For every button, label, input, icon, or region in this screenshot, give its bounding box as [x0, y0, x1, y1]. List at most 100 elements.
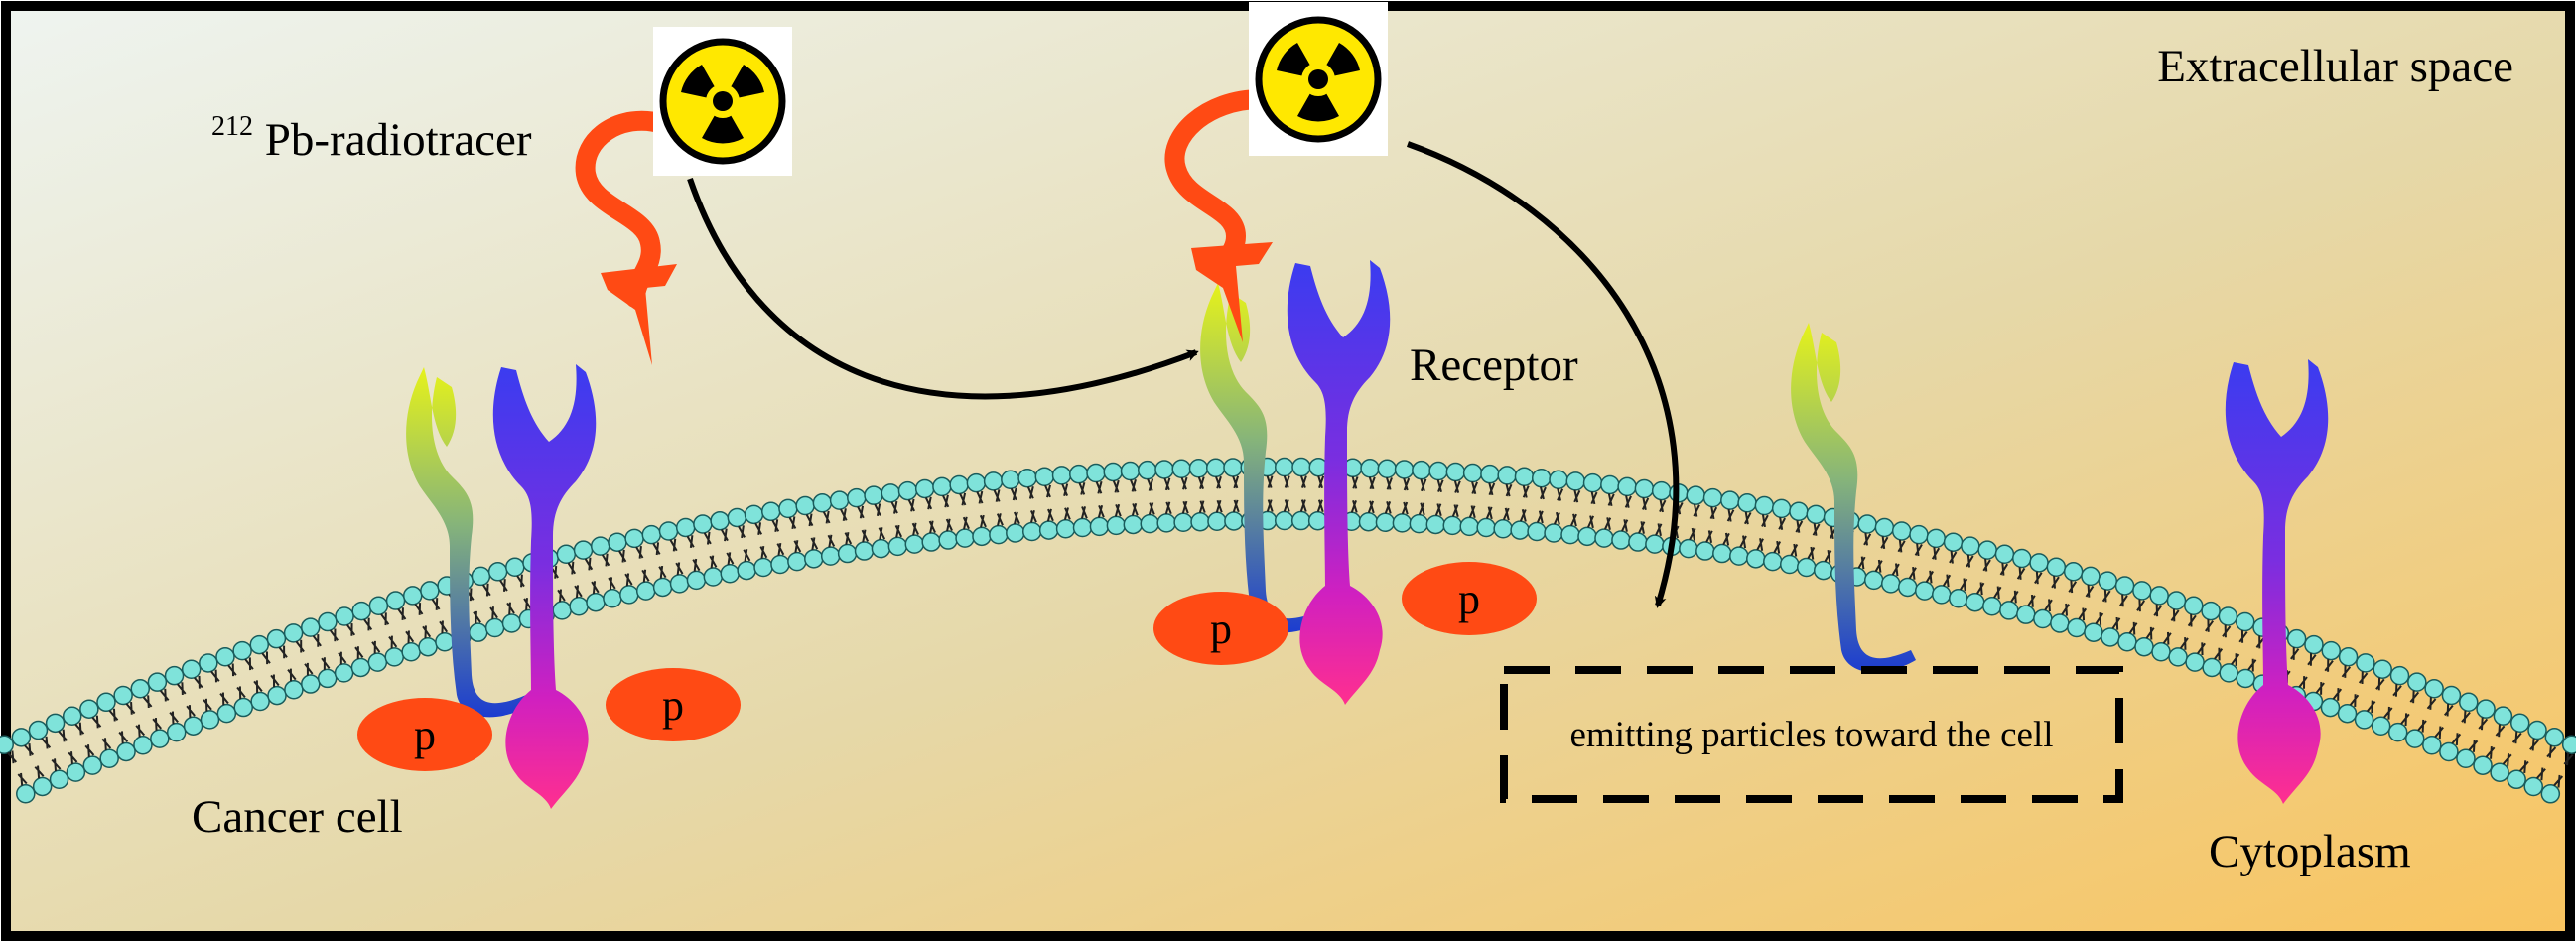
lipid-head-inner	[1493, 519, 1513, 539]
lipid-head-inner	[1813, 560, 1833, 581]
radiation-icon-free	[653, 27, 792, 176]
lipid-head-outer	[2098, 571, 2118, 591]
receptors-layer	[406, 260, 2329, 809]
radiotracer-bound	[1164, 2, 1388, 342]
lipid-head-outer	[1069, 464, 1089, 484]
lipid-head-outer	[2321, 640, 2342, 661]
lipid-head-outer	[1600, 474, 1620, 495]
lipid-head-outer	[181, 659, 202, 680]
lipid-head-inner	[703, 567, 724, 587]
lipid-head-inner	[635, 581, 656, 601]
lipid-head-outer	[2441, 685, 2462, 706]
lipid-head-outer	[1891, 521, 1912, 541]
lipid-head-outer	[1926, 528, 1947, 549]
lipid-head-inner	[2320, 697, 2341, 718]
lipid-head-inner	[2117, 632, 2137, 652]
lipid-head-inner	[1358, 511, 1379, 532]
lipid-head-inner	[1594, 528, 1614, 548]
lipid-head-inner	[1999, 601, 2019, 620]
lipid-head-inner	[1409, 513, 1429, 534]
lipid-head-inner	[1140, 513, 1159, 534]
lipid-head-outer	[1034, 467, 1055, 487]
lipid-head-inner	[1156, 513, 1176, 533]
lipid-head-inner	[1560, 524, 1580, 545]
lipid-head-inner	[569, 597, 589, 616]
lipid-head-outer	[590, 536, 610, 556]
radiotracer-label: 212 Pb-radiotracer	[211, 94, 532, 166]
lipid-head-outer	[2184, 596, 2204, 615]
lipid-head-outer	[2561, 735, 2576, 754]
lipid-head-inner	[2016, 605, 2036, 624]
lipid-head-outer	[1188, 458, 1209, 478]
lipid-head-outer	[1857, 514, 1877, 534]
lipid-head-outer	[2081, 566, 2101, 587]
lipid-head-outer	[812, 493, 833, 513]
lipid-head-outer	[2235, 611, 2255, 632]
lipid-head-outer	[1103, 462, 1124, 482]
lipid-head-outer	[1617, 476, 1637, 497]
lipid-head-outer	[675, 517, 696, 538]
lipid-head-inner	[82, 755, 103, 775]
receptor-label: Receptor	[1410, 339, 1578, 391]
lipid-head-inner	[2168, 647, 2188, 667]
lipid-head-outer	[881, 483, 900, 503]
lipid-head-inner	[1628, 532, 1648, 552]
lipid-head-inner	[1021, 521, 1042, 542]
lipid-head-outer	[573, 540, 594, 560]
lipid-head-outer	[232, 640, 252, 661]
lipid-head-outer	[1275, 457, 1294, 477]
lipid-head-outer	[2046, 557, 2067, 578]
phospho-label-2: p	[662, 681, 684, 730]
lipid-head-inner	[2523, 776, 2543, 797]
lipid-tails	[7, 475, 2574, 788]
radiotracer-superscript: 212	[211, 111, 253, 142]
cancer-cell-label: Cancer cell	[192, 791, 403, 843]
lipid-head-inner	[2202, 657, 2222, 678]
lipid-head-outer	[199, 653, 218, 673]
lipid-head-outer	[932, 476, 952, 497]
lipid-head-inner	[1275, 510, 1294, 531]
lipid-head-outer	[1909, 524, 1929, 545]
lipid-head-inner	[418, 636, 438, 657]
lipid-head-outer	[487, 562, 508, 582]
lipid-head-outer	[79, 699, 99, 719]
phospho-group-1: p	[357, 698, 492, 771]
lipid-head-inner	[1780, 554, 1800, 575]
lipid-head-inner	[1695, 541, 1715, 561]
lipid-head-outer	[368, 596, 389, 616]
lipid-head-inner	[1966, 592, 1985, 612]
lipid-head-inner	[603, 588, 622, 608]
lipid-head-inner	[334, 663, 354, 683]
lipid-head-inner	[2473, 755, 2493, 775]
lipid-head-outer	[1223, 458, 1243, 477]
lipid-head-outer	[1086, 463, 1106, 483]
lipid-head-inner	[2219, 663, 2238, 683]
lipid-head-inner	[1510, 520, 1530, 540]
lipid-head-inner	[1375, 512, 1396, 533]
lipid-head-inner	[16, 784, 36, 804]
lipid-head-outer	[1754, 495, 1775, 516]
lipid-head-inner	[1645, 534, 1665, 554]
lipid-head-outer	[897, 480, 918, 501]
lipid-head-outer	[300, 617, 321, 637]
lipid-head-inner	[2405, 729, 2425, 748]
emission-label: emitting particles toward the cell	[1570, 715, 2054, 755]
phospho-group-4: p	[1402, 562, 1537, 635]
phospho-label-1: p	[414, 711, 436, 759]
lipid-head-inner	[183, 716, 203, 736]
lipid-head-outer	[266, 628, 287, 649]
lipid-head-outer	[2063, 562, 2084, 582]
lipid-head-outer	[2527, 720, 2547, 740]
lipid-head-inner	[1425, 514, 1446, 535]
lipid-head-inner	[468, 622, 488, 642]
lipid-head-outer	[1874, 517, 1895, 538]
lipid-head-inner	[552, 601, 572, 620]
lipid-head-inner	[804, 549, 824, 569]
lipid-head-inner	[753, 557, 773, 578]
lipid-head-inner	[1880, 574, 1901, 594]
lipid-head-inner	[401, 641, 421, 662]
lipid-head-inner	[1796, 557, 1817, 578]
lipid-head-outer	[2286, 628, 2307, 649]
lipid-head-inner	[1290, 510, 1311, 531]
